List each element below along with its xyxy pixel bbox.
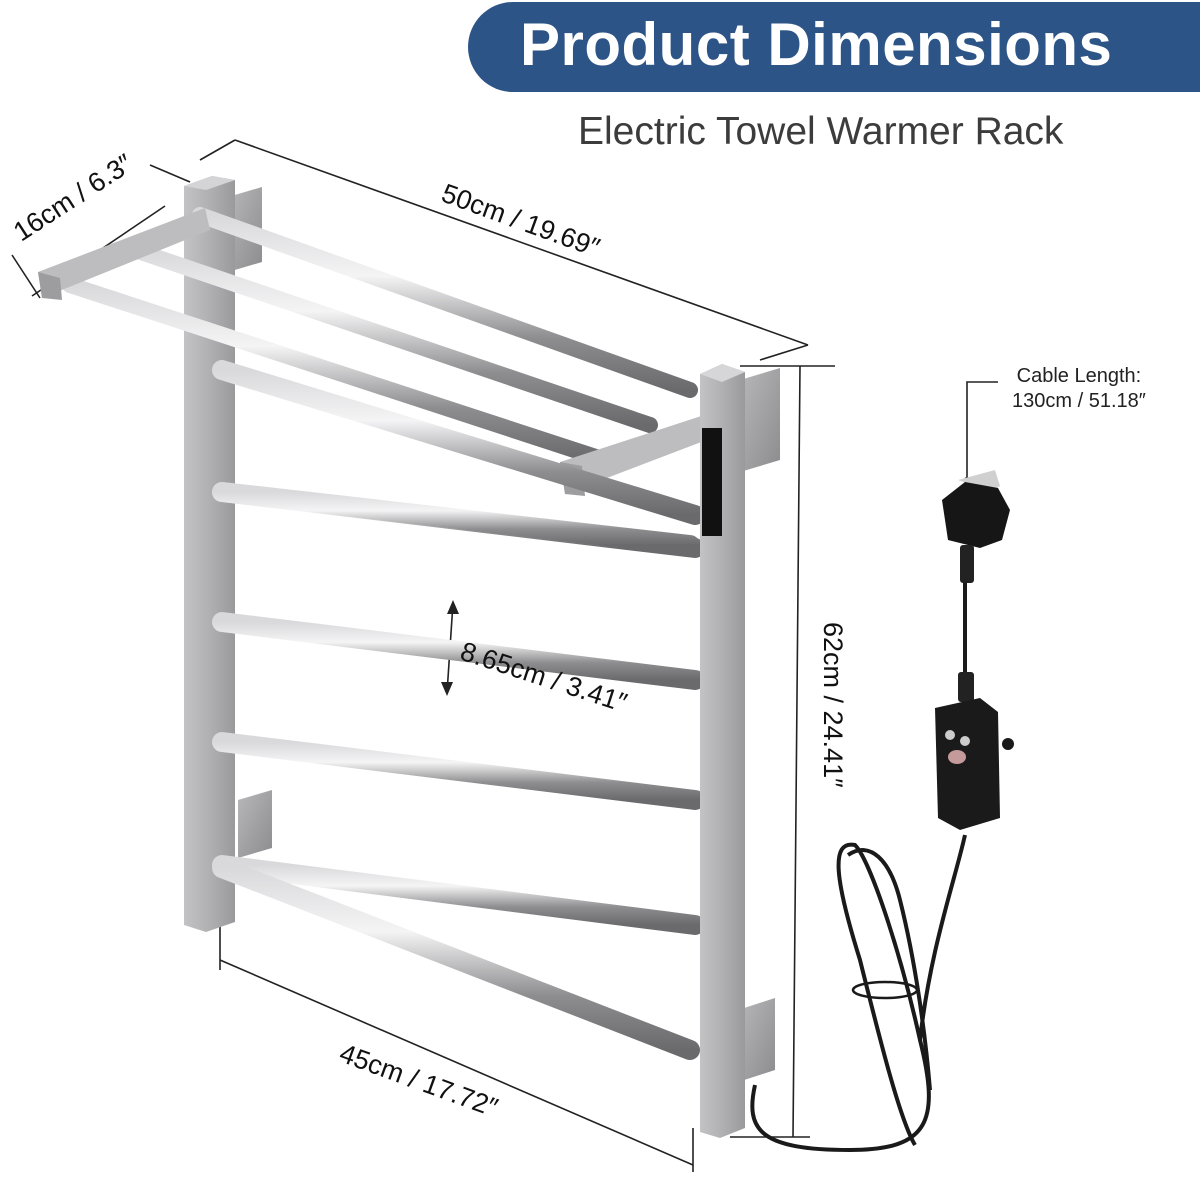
right-post bbox=[700, 364, 745, 1138]
shelf-bracket-right bbox=[560, 405, 738, 494]
page-title: Product Dimensions bbox=[520, 11, 1113, 78]
product-subtitle: Electric Towel Warmer Rack bbox=[578, 110, 1064, 153]
title-banner bbox=[468, 2, 1200, 92]
height-dimension-label: 62cm / 24.41″ bbox=[818, 622, 848, 788]
arrow-up-icon bbox=[447, 600, 459, 614]
shelf-bars bbox=[62, 207, 698, 468]
shelf-bracket-left bbox=[38, 208, 210, 298]
arrow-down-icon bbox=[441, 682, 453, 696]
power-cable bbox=[750, 580, 967, 1153]
cable-length-label: Cable Length: 130cm / 51.18″ bbox=[1012, 364, 1146, 414]
ladder-bars bbox=[212, 360, 705, 935]
cable-length-value: 130cm / 51.18″ bbox=[1012, 390, 1146, 412]
rcd-switch-icon bbox=[935, 672, 1014, 830]
uk-plug-icon bbox=[942, 470, 1010, 583]
cable-length-title: Cable Length: bbox=[1016, 365, 1142, 387]
control-panel bbox=[702, 428, 722, 536]
